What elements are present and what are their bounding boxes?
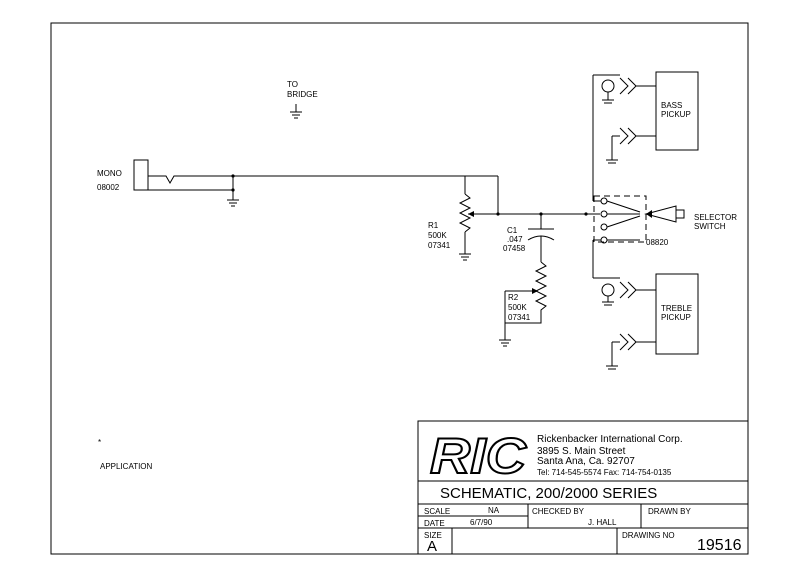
r1-part-number: 07341 bbox=[428, 241, 451, 250]
title-block bbox=[417, 420, 749, 555]
scale-value: NA bbox=[488, 506, 500, 515]
scale-label: SCALE bbox=[424, 507, 450, 516]
company-address-2: Santa Ana, Ca. 92707 bbox=[537, 456, 635, 467]
drawing-number-label: DRAWING NO bbox=[622, 531, 675, 540]
r1-value: 500K bbox=[428, 231, 447, 240]
drawing-number-value: 19516 bbox=[697, 537, 742, 554]
size-value: A bbox=[427, 538, 437, 555]
drawing-border bbox=[50, 22, 749, 555]
selector-switch bbox=[593, 195, 685, 244]
bass-pickup-symbol bbox=[601, 71, 699, 164]
c1-capacitor bbox=[527, 214, 555, 262]
r2-tone-pot bbox=[499, 261, 548, 347]
c1-part-number: 07458 bbox=[503, 244, 526, 253]
to-bridge-label-2: BRIDGE bbox=[287, 90, 318, 99]
r2-label: R2 bbox=[508, 293, 519, 302]
ric-logo: RIC bbox=[429, 427, 528, 485]
date-label: DATE bbox=[424, 519, 445, 528]
r1-label: R1 bbox=[428, 221, 439, 230]
application-label: APPLICATION bbox=[100, 462, 153, 471]
pickup-wiring bbox=[592, 74, 620, 279]
c1-label: C1 bbox=[507, 226, 518, 235]
company-address-1: 3895 S. Main Street bbox=[537, 446, 626, 457]
checked-by-label: CHECKED BY bbox=[532, 507, 585, 516]
mono-jack-symbol bbox=[133, 159, 239, 207]
drawn-by-label: DRAWN BY bbox=[648, 507, 691, 516]
checked-by-value: J. HALL bbox=[588, 518, 617, 527]
ric-logo-text: RIC bbox=[430, 428, 527, 484]
selector-part-number: 08820 bbox=[646, 238, 669, 247]
to-bridge-label-1: TO bbox=[287, 80, 298, 89]
mono-label: MONO bbox=[97, 169, 122, 178]
r1-volume-pot bbox=[458, 176, 474, 261]
signal-wiring bbox=[233, 175, 600, 216]
c1-value: .047 bbox=[507, 235, 523, 244]
selector-label-2: SWITCH bbox=[694, 222, 726, 231]
treble-pickup-label-1: TREBLE bbox=[661, 304, 692, 313]
r2-part-number: 07341 bbox=[508, 313, 531, 322]
note-star: * bbox=[98, 438, 101, 447]
selector-label-1: SELECTOR bbox=[694, 213, 737, 222]
treble-pickup-symbol bbox=[601, 273, 699, 370]
drawing-title: SCHEMATIC, 200/2000 SERIES bbox=[440, 485, 657, 502]
treble-pickup-label-2: PICKUP bbox=[661, 313, 691, 322]
mono-part-number: 08002 bbox=[97, 183, 120, 192]
date-value: 6/7/90 bbox=[470, 518, 493, 527]
size-label: SIZE bbox=[424, 531, 442, 540]
company-phone: Tel: 714-545-5574 Fax: 714-754-0135 bbox=[537, 468, 672, 477]
bass-pickup-label-2: PICKUP bbox=[661, 110, 691, 119]
bridge-ground bbox=[290, 104, 302, 119]
bass-pickup-label-1: BASS bbox=[661, 101, 682, 110]
company-name: Rickenbacker International Corp. bbox=[537, 434, 683, 445]
r2-value: 500K bbox=[508, 303, 527, 312]
